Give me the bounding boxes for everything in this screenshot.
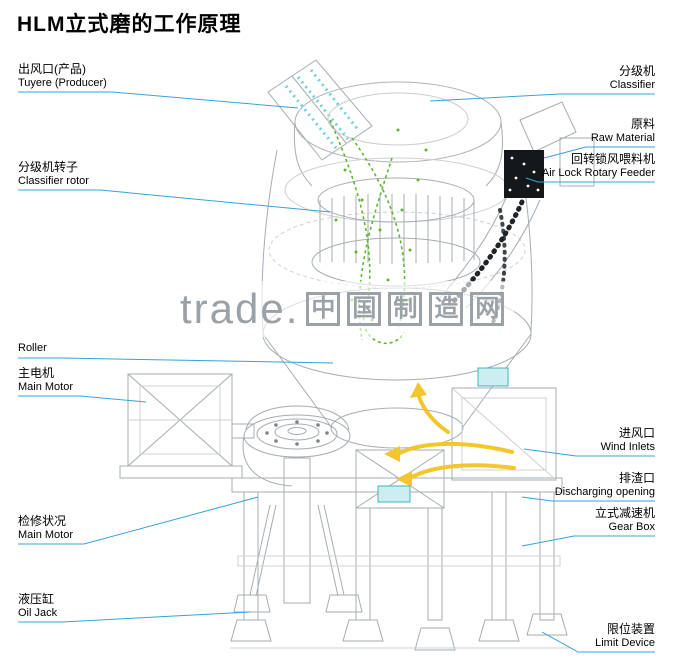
label-oil-jack-zh: 液压缸 (18, 592, 55, 606)
label-main-motor-zh: 主电机 (18, 366, 55, 380)
watermark-char-box: 制 (388, 292, 423, 326)
label-wind-inlets: 进风口 Wind Inlets (601, 426, 655, 455)
label-roller: Roller (18, 342, 47, 356)
watermark-trade-text: trade. (180, 285, 300, 332)
label-limit-device-zh: 限位装置 (606, 622, 655, 636)
label-roller-en: Roller (18, 342, 47, 354)
watermark-char-box: 网 (470, 292, 505, 326)
label-tuyere-zh: 出风口(产品) (18, 62, 86, 76)
label-gear-box: 立式减速机 Gear Box (595, 506, 655, 535)
label-tuyere: 出风口(产品) Tuyere (Producer) (18, 62, 107, 91)
label-gear-box-zh: 立式减速机 (594, 506, 655, 520)
air-flow-arrows (384, 382, 516, 487)
label-classifier-rotor: 分级机转子 Classifier rotor (18, 160, 89, 189)
label-air-lock-feeder: 回转锁风喂料机 Air Lock Rotary Feeder (542, 152, 655, 181)
page-title: HLM立式磨的工作原理 (17, 13, 242, 36)
label-discharging-opening: 排渣口 Discharging opening (555, 471, 655, 500)
label-wind-inlets-zh: 进风口 (618, 426, 655, 440)
label-main-motor: 主电机 Main Motor (18, 366, 73, 395)
label-maintenance: 检修状况 Main Motor (18, 514, 73, 543)
watermark-char-box: 中 (306, 292, 341, 326)
label-raw-material: 原料 Raw Material (591, 117, 655, 146)
watermark-char-box: 造 (429, 292, 464, 326)
label-classifier-rotor-zh: 分级机转子 (18, 160, 79, 174)
watermark: trade. 中 国 制 造 网 (170, 281, 515, 337)
label-air-lock-feeder-zh: 回转锁风喂料机 (570, 152, 655, 166)
label-classifier-en: Classifier (609, 79, 655, 91)
label-wind-inlets-en: Wind Inlets (600, 441, 655, 453)
label-main-motor-en: Main Motor (18, 381, 74, 393)
label-oil-jack: 液压缸 Oil Jack (18, 592, 57, 621)
label-classifier: 分级机 Classifier (610, 64, 655, 93)
label-classifier-rotor-en: Classifier rotor (18, 175, 89, 187)
label-discharging-opening-zh: 排渣口 (618, 471, 655, 485)
label-tuyere-en: Tuyere (Producer) (18, 77, 107, 89)
label-raw-material-zh: 原料 (630, 117, 655, 131)
label-limit-device: 限位装置 Limit Device (595, 622, 655, 651)
mill-illustration (119, 59, 595, 651)
label-discharging-opening-en: Discharging opening (554, 486, 655, 498)
label-gear-box-en: Gear Box (608, 521, 655, 533)
label-classifier-zh: 分级机 (618, 64, 655, 78)
label-maintenance-en: Main Motor (18, 529, 74, 541)
label-maintenance-zh: 检修状况 (18, 514, 67, 528)
label-limit-device-en: Limit Device (595, 637, 655, 649)
label-raw-material-en: Raw Material (590, 132, 655, 144)
watermark-char-box: 国 (347, 292, 382, 326)
leader-lines (18, 91, 655, 653)
label-oil-jack-en: Oil Jack (18, 607, 58, 619)
label-air-lock-feeder-en: Air Lock Rotary Feeder (541, 167, 655, 179)
